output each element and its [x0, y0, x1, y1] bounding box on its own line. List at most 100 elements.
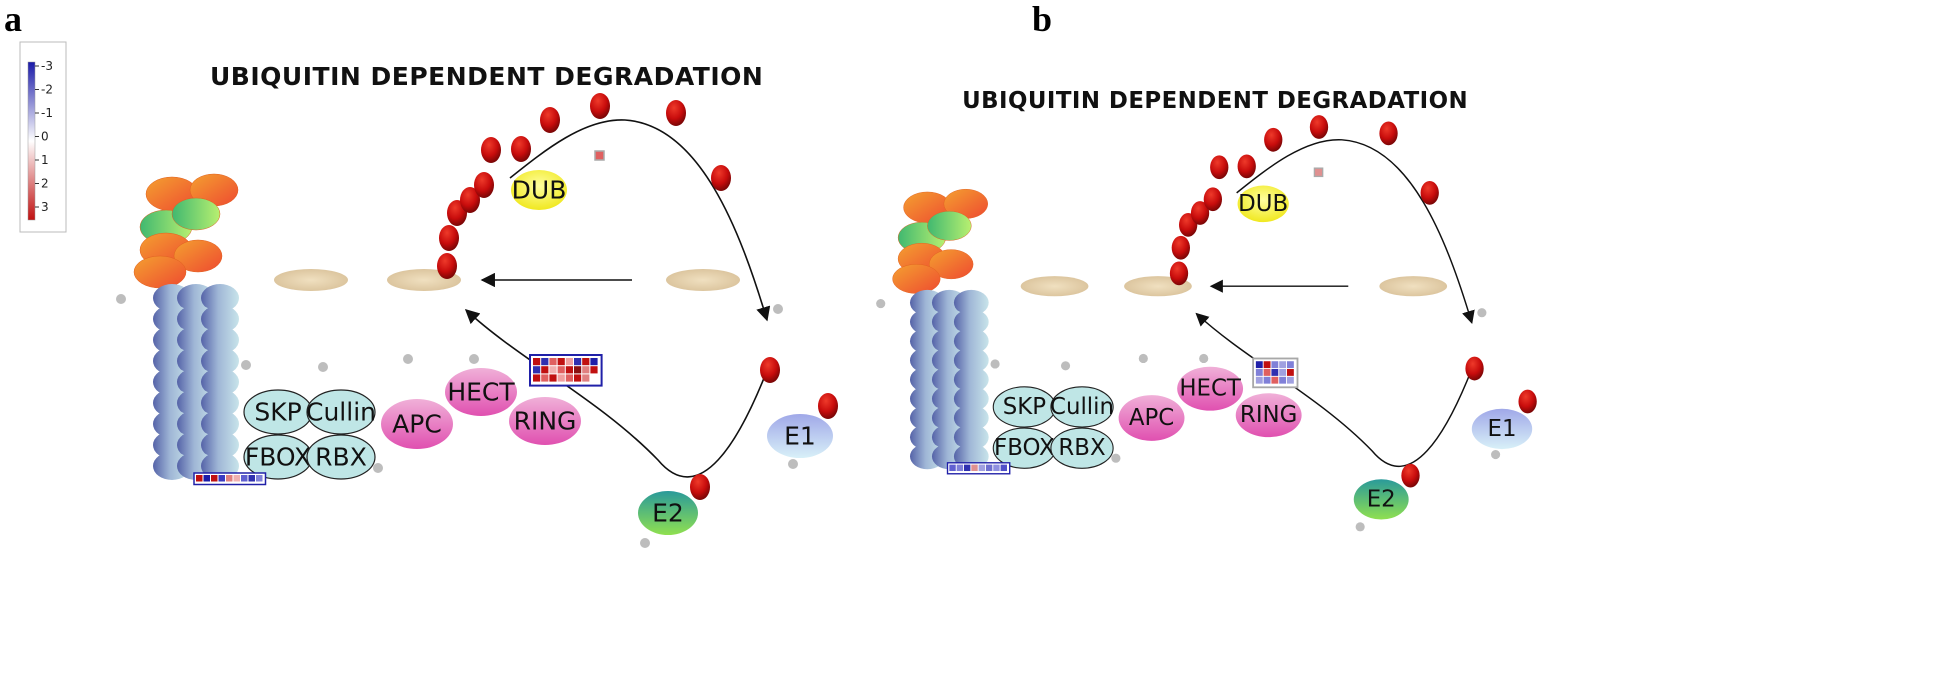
ubiquitin — [1237, 154, 1256, 179]
skp-label: SKP — [254, 398, 301, 427]
ring-label: RING — [514, 407, 577, 436]
heatmap-cell — [1279, 369, 1287, 376]
skp-label: SKP — [1003, 394, 1046, 420]
apc-label: APC — [1129, 405, 1174, 431]
small-molecule — [241, 360, 251, 370]
e1: E1 — [767, 414, 833, 458]
e2-label: E2 — [652, 499, 684, 528]
proteasome-cap — [892, 188, 988, 294]
heatmap-cell — [1271, 369, 1279, 376]
panel-letter-b: b — [1032, 0, 1053, 39]
ubiquitin — [481, 137, 501, 163]
heatmap-cell — [993, 464, 1000, 472]
ubiquitin — [1379, 121, 1398, 146]
heatmap-hect — [1252, 357, 1299, 389]
small-molecule — [1111, 453, 1121, 463]
diagram-title: UBIQUITIN DEPENDENT DEGRADATION — [962, 88, 1468, 114]
heatmap-cell — [1255, 361, 1263, 369]
heatmap-fbox — [193, 472, 267, 486]
small-molecule — [1060, 361, 1071, 371]
ubiquitin — [711, 165, 731, 191]
heatmap-cell — [1000, 464, 1007, 472]
diagram-title: UBIQUITIN DEPENDENT DEGRADATION — [210, 62, 763, 91]
heatmap-cell — [574, 358, 582, 366]
dub: DUB — [511, 170, 567, 210]
ubiquitin — [1420, 180, 1439, 205]
small-molecule — [773, 304, 783, 314]
heatmap-cell — [241, 475, 248, 482]
rbx-label: RBX — [315, 443, 367, 472]
heatmap-cell — [541, 358, 549, 366]
heatmap-dub — [594, 150, 605, 161]
apc: APC — [1118, 395, 1185, 441]
proteasome-core — [153, 284, 239, 480]
ubiquitin — [460, 187, 480, 213]
ubiquitin — [474, 172, 494, 198]
heatmap-cell — [557, 374, 565, 382]
arrow-conjugation — [1195, 312, 1474, 467]
heatmap-cell — [1279, 376, 1287, 384]
fbox: FBOX — [243, 434, 313, 480]
ring: RING — [1235, 393, 1302, 438]
ubiquitin — [511, 136, 531, 162]
apc: APC — [381, 399, 453, 449]
e1-label: E1 — [1488, 416, 1517, 442]
hect: HECT — [1177, 366, 1244, 411]
heatmap-cell — [1271, 376, 1279, 384]
heatmap-cell — [1286, 376, 1294, 384]
rbx: RBX — [306, 434, 376, 480]
small-molecule — [1138, 353, 1148, 364]
heatmap-cell — [1286, 369, 1294, 376]
small-molecule — [373, 463, 383, 473]
e2-label: E2 — [1367, 486, 1396, 512]
ubiquitin — [1264, 127, 1283, 152]
substrate — [1020, 276, 1089, 297]
heatmap-cell — [582, 358, 590, 366]
e1: E1 — [1471, 408, 1533, 450]
heatmap-cell — [557, 358, 565, 366]
fbox: FBOX — [992, 427, 1057, 469]
heatmap-dub — [1313, 167, 1324, 178]
skp: SKP — [992, 386, 1057, 428]
heatmap-cell — [565, 358, 573, 366]
heatmap-cell — [582, 366, 590, 374]
ubiquitin — [1465, 356, 1484, 381]
heatmap-cell — [963, 464, 971, 472]
small-molecule — [318, 362, 328, 372]
small-molecule — [1477, 308, 1487, 318]
heatmap-cell — [971, 464, 978, 472]
heatmap-cell — [1255, 369, 1263, 376]
arrow-deubiquitination — [509, 119, 771, 322]
proteasome-core — [909, 289, 989, 470]
heatmap-cell — [590, 358, 598, 366]
legend-tick-label: 2 — [41, 177, 49, 191]
heatmap-cell — [549, 358, 557, 366]
heatmap-cell — [533, 358, 541, 366]
proteasome-cap — [133, 173, 239, 289]
heatmap-cell — [1263, 361, 1271, 369]
ubiquitin — [439, 225, 459, 251]
e2: E2 — [638, 491, 698, 535]
heatmap-cell — [1263, 369, 1271, 376]
ubiquitin — [1169, 261, 1189, 286]
rbx: RBX — [1050, 427, 1114, 469]
heatmap-cell — [582, 374, 590, 382]
ubiquitin — [1401, 463, 1420, 488]
legend-tick-label: 0 — [41, 130, 49, 144]
arrow-deubiquitination — [1236, 139, 1475, 325]
legend-tick-label: -3 — [41, 59, 53, 73]
rbx-label: RBX — [1058, 435, 1105, 461]
small-molecule — [876, 299, 886, 309]
heatmap-cell — [565, 374, 573, 382]
apc-label: APC — [392, 410, 442, 439]
small-molecule — [640, 538, 650, 548]
small-molecule — [403, 354, 413, 364]
small-molecule — [1491, 449, 1501, 460]
heatmap-cell — [541, 374, 549, 382]
legend-tick-label: 3 — [41, 200, 49, 214]
ubiquitin — [437, 253, 457, 279]
heatmap-cell — [1286, 361, 1294, 369]
skp: SKP — [243, 389, 313, 435]
